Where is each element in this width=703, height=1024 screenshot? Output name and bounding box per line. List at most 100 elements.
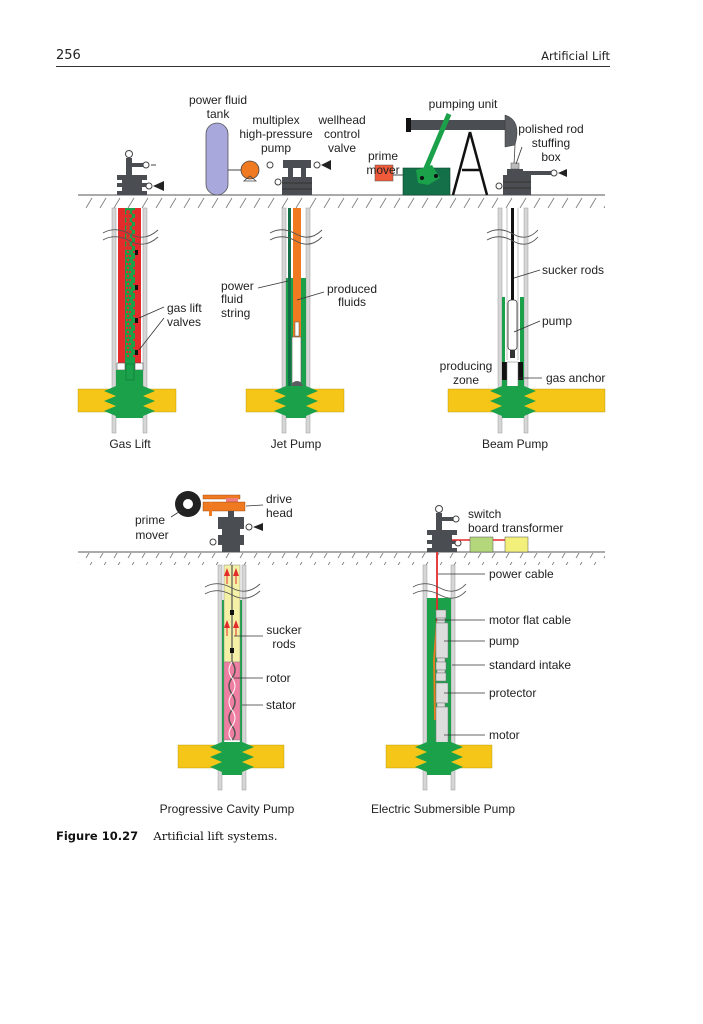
gas-bubble	[128, 310, 132, 314]
label-protector: protector	[489, 686, 536, 700]
label-polished-rod-2: stuffing	[532, 136, 570, 150]
gas-bubble	[128, 334, 132, 338]
label-polished-rod-1: polished rod	[518, 122, 583, 136]
label-produced-fluids-2: fluids	[338, 295, 366, 309]
label-pumping-unit: pumping unit	[429, 97, 498, 111]
gas-bubble	[128, 286, 132, 290]
gas-bubble	[132, 354, 136, 358]
surface-labels: power fluid tank multiplex high-pressure…	[135, 93, 584, 542]
label-drive-head-2: head	[266, 506, 293, 520]
gas-bubble	[126, 314, 130, 318]
gas-bubble	[128, 238, 132, 242]
gas-bubble	[126, 258, 130, 262]
label-gas-anchor: gas anchor	[546, 371, 605, 385]
perforation-tunnels	[415, 742, 463, 772]
label-board-transformer: board transformer	[468, 521, 563, 535]
gas-bubble	[125, 334, 129, 338]
gas-bubble	[125, 310, 129, 314]
gas-bubble	[126, 354, 130, 358]
gas-bubble	[128, 278, 132, 282]
perforation-tunnels	[490, 386, 536, 416]
label-wellhead-1: wellhead	[317, 113, 365, 127]
gas-lift-casing	[111, 207, 148, 434]
label-gas-lift-valves-1: gas lift	[167, 301, 202, 315]
power-fluid-string	[288, 208, 291, 393]
label-pcp-prime-mover-1: prime	[135, 513, 165, 527]
gas-bubble	[125, 278, 129, 282]
break-lines-top	[102, 229, 539, 245]
gas-bubble	[132, 274, 136, 278]
pcp-stator	[223, 661, 241, 741]
label-beam-prime-mover-1: prime	[368, 149, 398, 163]
gas-bubble	[132, 290, 136, 294]
label-produced-fluids-1: produced	[327, 282, 377, 296]
running-title: Artificial Lift	[541, 49, 610, 63]
gas-bubble	[128, 350, 132, 354]
label-producing-zone-2: zone	[453, 373, 479, 387]
label-gas-lift-valves-2: valves	[167, 315, 201, 329]
gas-bubble	[126, 306, 130, 310]
gas-bubble	[132, 330, 136, 334]
figure-number: Figure 10.27	[56, 829, 139, 843]
gas-bubble	[126, 250, 130, 254]
label-pcp-sucker-rods-1: sucker	[266, 623, 301, 637]
gas-bubble	[132, 298, 136, 302]
perforations-top	[104, 386, 536, 416]
gas-bubble	[128, 222, 132, 226]
perforation-tunnels	[274, 386, 318, 416]
samson-post	[451, 131, 489, 196]
beam-pump-wellhead	[495, 162, 567, 195]
label-pcp-prime-mover-2: mover	[135, 528, 168, 542]
jet-pump-system	[205, 122, 331, 434]
esp-string	[435, 609, 449, 760]
gas-bubble	[126, 290, 130, 294]
label-motor-flat-cable: motor flat cable	[489, 613, 571, 627]
label-power-fluid-tank-2: tank	[207, 107, 231, 121]
surface-labels-left: drive head switch board transformer	[266, 492, 563, 535]
gas-bubble	[125, 350, 129, 354]
produced-fluids-tubing	[293, 208, 301, 343]
ground-line-top	[78, 194, 605, 208]
label-power-fluid-string-1: power	[221, 279, 254, 293]
label-beam-pump: pump	[542, 314, 572, 328]
gas-bubble	[128, 254, 132, 258]
gas-bubble	[126, 234, 130, 238]
label-polished-rod-3: box	[541, 150, 560, 164]
label-drive-head-1: drive	[266, 492, 292, 506]
sucker-rod-string	[511, 208, 514, 303]
gas-bubble	[125, 222, 129, 226]
gas-bubble	[128, 318, 132, 322]
gas-bubble	[126, 346, 130, 350]
multiplex-pump	[240, 160, 274, 182]
label-sucker-rods: sucker rods	[542, 263, 604, 277]
gas-bubble	[125, 246, 129, 250]
gas-lift-wellhead	[117, 150, 164, 195]
esp-wellhead	[427, 505, 462, 552]
label-power-fluid-tank-1: power fluid	[189, 93, 247, 107]
gas-bubble	[132, 338, 136, 342]
gas-bubble	[125, 254, 129, 258]
perforation-tunnels	[104, 386, 155, 416]
gas-bubble	[132, 210, 136, 214]
perforation-tunnels	[210, 742, 254, 772]
beam-pump-barrel	[507, 299, 518, 358]
label-pcp-sucker-rods-2: rods	[272, 637, 295, 651]
figure-caption-text: Artificial lift systems.	[153, 829, 278, 843]
label-wellhead-3: valve	[328, 141, 356, 155]
title-progressive-cavity-pump: Progressive Cavity Pump	[160, 802, 295, 816]
gas-bubble	[132, 266, 136, 270]
gas-bubble	[128, 262, 132, 266]
gas-bubble	[125, 318, 129, 322]
title-gas-lift: Gas Lift	[109, 437, 151, 451]
label-wellhead-2: control	[324, 127, 360, 141]
gas-bubble	[132, 322, 136, 326]
gas-bubble	[132, 314, 136, 318]
gas-bubble	[126, 210, 130, 214]
switch-board	[469, 536, 494, 553]
gas-bubble	[128, 342, 132, 346]
gas-bubble	[128, 302, 132, 306]
label-motor: motor	[489, 728, 520, 742]
gas-bubble	[126, 322, 130, 326]
perforations-bottom	[210, 742, 463, 772]
